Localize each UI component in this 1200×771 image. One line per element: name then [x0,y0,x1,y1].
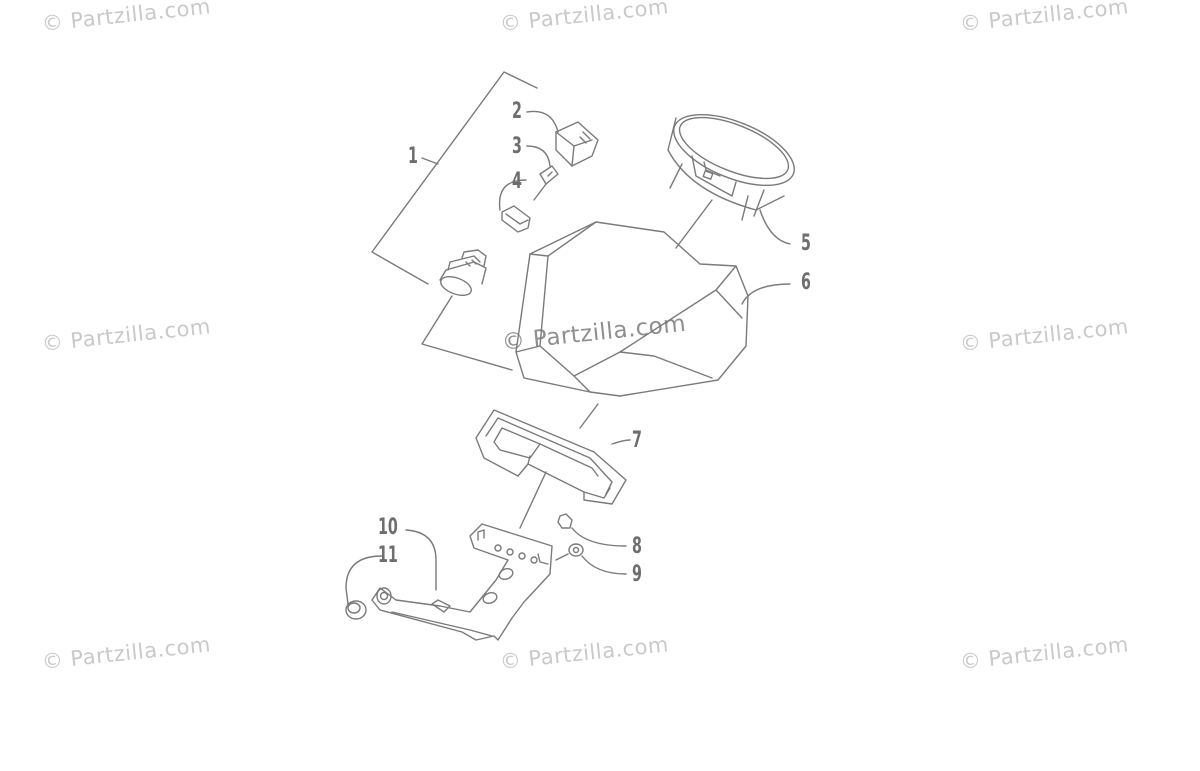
callout-10: 10 [378,515,398,540]
part-1-ignition-switch [439,249,487,296]
part-7-bezel [475,409,627,505]
callout-4: 4 [512,169,522,194]
leader-5 [759,209,791,245]
part-8-fastener [557,513,573,529]
callout-3: 3 [512,134,522,159]
part-9-screw [555,543,584,561]
callout-8: 8 [632,534,642,559]
callout-1: 1 [408,144,418,169]
callout-5: 5 [801,231,811,256]
leader-11 [345,555,383,605]
part-2-key-head [555,121,599,167]
axis-6-7 [579,403,599,429]
bracket-line-1 [371,71,538,285]
leader-4 [498,179,527,211]
part-4-clip [501,205,531,233]
leader-switch [421,295,513,371]
leader-6 [741,283,791,305]
axis-7-10 [519,471,547,529]
leader-3 [526,145,551,167]
leader-7 [611,439,631,445]
part-10-bracket [371,523,553,641]
callout-6: 6 [801,270,811,295]
leader-1 [421,157,439,165]
part-5-gauge [667,113,795,221]
axis-5-6 [675,199,713,249]
part-3-key [533,165,559,201]
callout-11: 11 [378,543,398,568]
leader-9 [581,555,627,575]
part-11-grommet [345,600,367,620]
callout-7: 7 [632,428,642,453]
callout-2: 2 [512,99,522,124]
leader-8 [571,527,627,547]
callout-9: 9 [632,562,642,587]
leader-10 [405,529,437,591]
leader-2 [526,110,559,133]
part-6-cowl [515,221,749,397]
